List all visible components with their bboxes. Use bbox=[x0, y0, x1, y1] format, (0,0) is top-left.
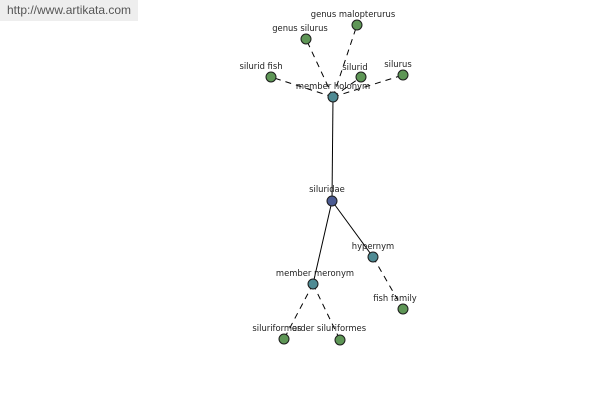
node-silurid[interactable] bbox=[355, 71, 367, 83]
node-label-order-siluriformes: order siluriformes bbox=[292, 323, 366, 333]
node-label-hypernym: hypernym bbox=[352, 241, 394, 251]
node-member-holonym[interactable] bbox=[327, 91, 339, 103]
edge-siluridae-to-member-holonym bbox=[331, 96, 334, 202]
node-genus-malopterurus[interactable] bbox=[351, 19, 363, 31]
node-label-member-meronym: member meronym bbox=[276, 268, 354, 278]
node-label-silurus: silurus bbox=[384, 59, 411, 69]
node-label-genus-malopterurus: genus malopterurus bbox=[311, 9, 395, 19]
edges-layer bbox=[270, 24, 404, 341]
node-silurus[interactable] bbox=[397, 69, 409, 81]
edge-member-holonym-to-silurus bbox=[332, 74, 404, 98]
node-hypernym[interactable] bbox=[367, 251, 379, 263]
node-label-silurid: silurid bbox=[342, 62, 367, 72]
edge-siluridae-to-member-meronym bbox=[312, 200, 333, 285]
node-label-fish-family: fish family bbox=[373, 293, 417, 303]
node-siluridae[interactable] bbox=[326, 195, 338, 207]
node-label-genus-silurus: genus silurus bbox=[272, 23, 328, 33]
labels-layer: siluridae member holonym hypernym member me… bbox=[239, 9, 416, 333]
node-fish-family[interactable] bbox=[397, 303, 409, 315]
node-label-siluriformes: siluriformes bbox=[252, 323, 301, 333]
node-silurid-fish[interactable] bbox=[265, 71, 277, 83]
edge-member-holonym-to-silurid bbox=[332, 76, 362, 98]
node-siluriformes[interactable] bbox=[278, 333, 290, 345]
node-member-meronym[interactable] bbox=[307, 278, 319, 290]
source-url-label: http://www.artikata.com bbox=[0, 0, 138, 21]
edge-member-holonym-to-genus-malopterurus bbox=[332, 24, 358, 98]
node-order-siluriformes[interactable] bbox=[334, 334, 346, 346]
node-genus-silurus[interactable] bbox=[300, 33, 312, 45]
node-label-silurid-fish: silurid fish bbox=[239, 61, 282, 71]
node-label-member-holonym: member holonym bbox=[296, 81, 370, 91]
node-label-siluridae: siluridae bbox=[309, 184, 345, 194]
edge-siluridae-to-hypernym bbox=[331, 200, 374, 258]
nodes-layer bbox=[265, 19, 409, 346]
